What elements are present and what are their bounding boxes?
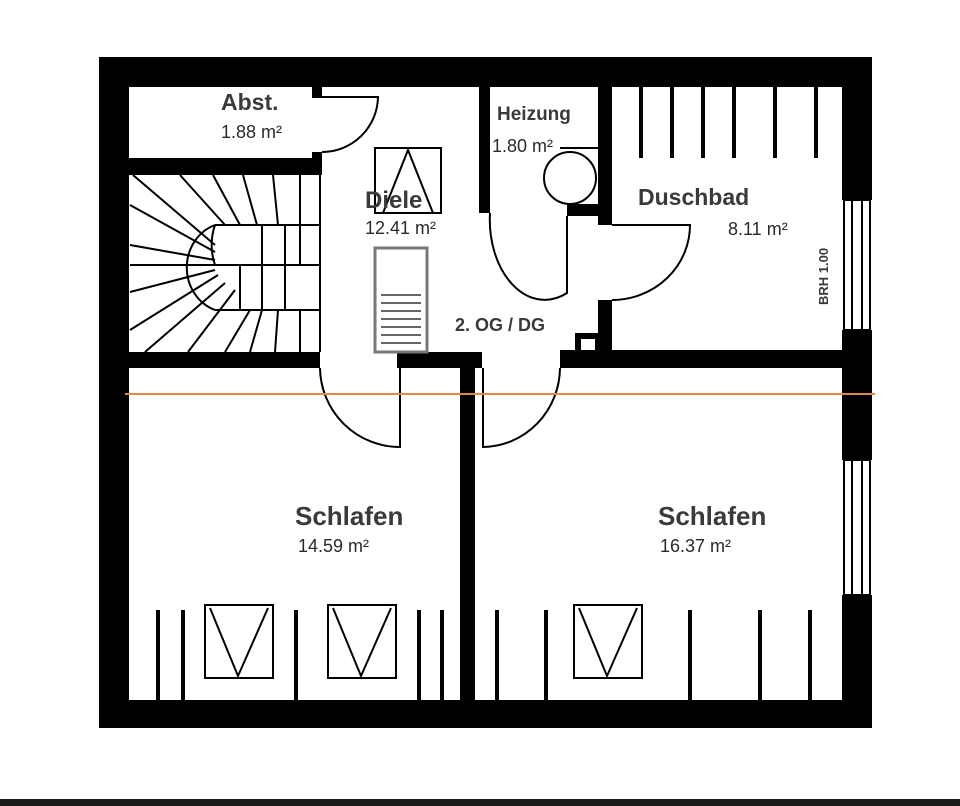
doors	[319, 96, 692, 449]
room-labels: Abst. 1.88 m² Diele 12.41 m² Heizung 1.8…	[221, 89, 831, 556]
room-area-heizung: 1.80 m²	[492, 136, 553, 156]
skylights	[204, 147, 643, 679]
room-name-heizung: Heizung	[497, 104, 571, 125]
windows	[843, 199, 871, 596]
room-area-diele: 12.41 m²	[365, 218, 436, 238]
room-area-abst: 1.88 m²	[221, 122, 282, 142]
boiler-icon	[543, 151, 597, 205]
room-area-schlafen-left: 14.59 m²	[298, 536, 369, 556]
room-name-schlafen-right: Schlafen	[658, 501, 766, 531]
walls	[99, 57, 872, 728]
floor-label: 2. OG / DG	[455, 315, 545, 335]
room-name-schlafen-left: Schlafen	[295, 501, 403, 531]
brh-label: BRH 1.00	[816, 248, 831, 305]
staircase	[129, 174, 321, 353]
room-name-duschbad: Duschbad	[638, 184, 749, 210]
room-name-abst: Abst.	[221, 89, 279, 115]
room-area-duschbad: 8.11 m²	[728, 219, 788, 239]
room-name-diele: Diele	[365, 187, 422, 214]
room-area-schlafen-right: 16.37 m²	[660, 536, 731, 556]
bottom-edge-bar	[0, 799, 960, 806]
roof-slope-lines	[156, 87, 818, 700]
